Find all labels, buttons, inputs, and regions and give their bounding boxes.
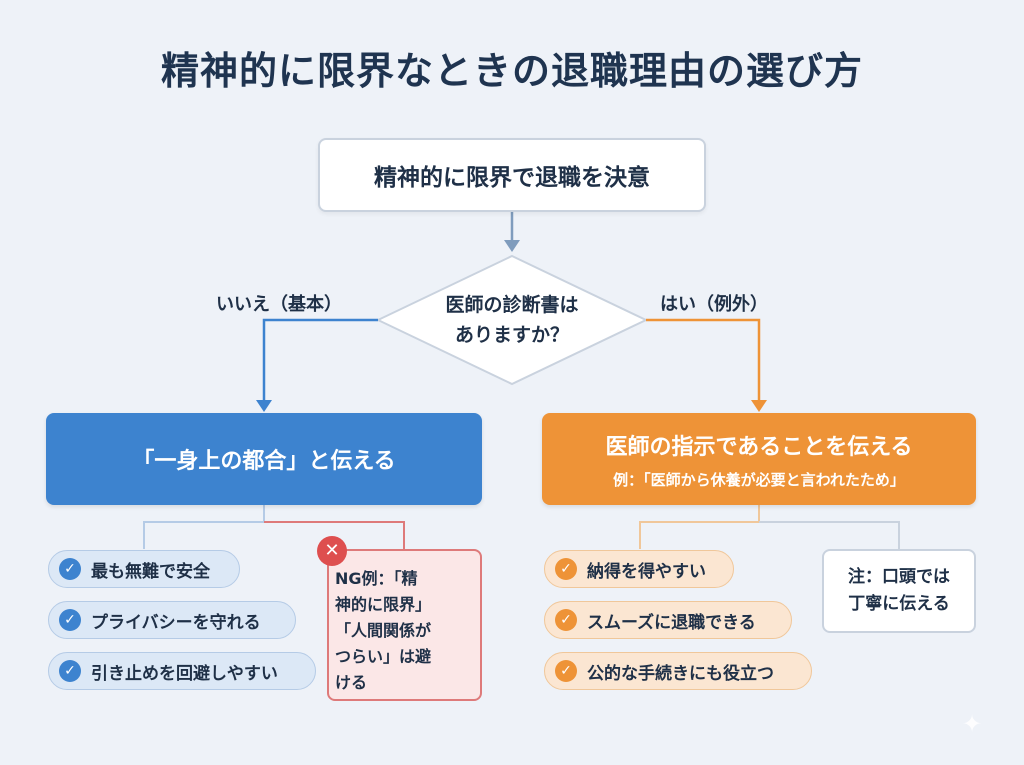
note-line-1: 注：口頭では (848, 567, 950, 587)
right-benefit-item: ✓ 納得を得やすい (544, 550, 734, 588)
connector-orange-to-note (759, 521, 900, 549)
question-diamond (375, 254, 649, 386)
left-benefit-text: 引き止めを回避しやすい (91, 663, 278, 684)
left-benefit-item: ✓ 最も無難で安全 (48, 550, 240, 588)
connector-orange-to-benefits (639, 505, 760, 549)
left-result-box: 「一身上の都合」と伝える (46, 413, 482, 505)
branch-label-no: いいえ（基本） (216, 294, 342, 315)
right-benefit-text: 納得を得やすい (587, 561, 706, 582)
right-benefit-text: スムーズに退職できる (587, 612, 756, 633)
arrow-head-no (256, 400, 272, 412)
right-result-box: 医師の指示であることを伝える 例：「医師から休養が必要と言われたため」 (542, 413, 976, 505)
arrow-head-start (504, 240, 520, 252)
connector-yes-branch (646, 318, 761, 402)
left-benefit-item: ✓ 引き止めを回避しやすい (48, 652, 316, 690)
question-line-1: 医師の診断書は (445, 294, 579, 316)
right-benefit-item: ✓ スムーズに退職できる (544, 601, 792, 639)
check-circle-icon: ✓ (555, 558, 577, 580)
left-benefit-text: プライバシーを守れる (91, 612, 261, 633)
ng-line: ける (335, 673, 368, 692)
left-benefit-text: 最も無難で安全 (91, 561, 210, 582)
connector-no-branch (262, 318, 378, 402)
check-circle-icon: ✓ (59, 660, 81, 682)
check-circle-icon: ✓ (555, 660, 577, 682)
connector-blue-to-benefits (143, 505, 265, 549)
ng-line: 「人間関係が (335, 621, 432, 640)
left-result-label: 「一身上の都合」と伝える (132, 449, 396, 474)
question-text: 医師の診断書は ありますか？ (390, 290, 634, 350)
page-title: 精神的に限界なときの退職理由の選び方 (160, 49, 863, 93)
connector-blue-to-ng (264, 521, 405, 549)
question-line-2: ありますか？ (454, 324, 569, 346)
branch-label-yes: はい（例外） (660, 294, 768, 315)
ng-example-box: NG例：「精 神的に限界」 「人間関係が つらい」は避 ける (327, 549, 482, 701)
sparkle-icon: ✦ (962, 710, 983, 738)
check-circle-icon: ✓ (59, 558, 81, 580)
right-result-label: 医師の指示であることを伝える (605, 434, 913, 460)
ng-line: 神的に限界」 (335, 595, 432, 614)
right-benefit-text: 公的な手続きにも役立つ (587, 663, 774, 684)
note-line-2: 丁寧に伝える (848, 594, 950, 614)
right-result-sublabel: 例：「医師から休養が必要と言われたため」 (613, 470, 905, 489)
check-circle-icon: ✓ (59, 609, 81, 631)
right-benefit-item: ✓ 公的な手続きにも役立つ (544, 652, 812, 690)
ng-line: つらい」は避 (335, 647, 432, 666)
start-node: 精神的に限界で退職を決意 (318, 138, 706, 212)
arrow-head-yes (751, 400, 767, 412)
ng-line: NG例：「精 (335, 569, 418, 588)
note-box: 注：口頭では 丁寧に伝える (822, 549, 976, 633)
check-circle-icon: ✓ (555, 609, 577, 631)
left-benefit-item: ✓ プライバシーを守れる (48, 601, 296, 639)
cross-circle-icon: ✕ (317, 536, 347, 566)
